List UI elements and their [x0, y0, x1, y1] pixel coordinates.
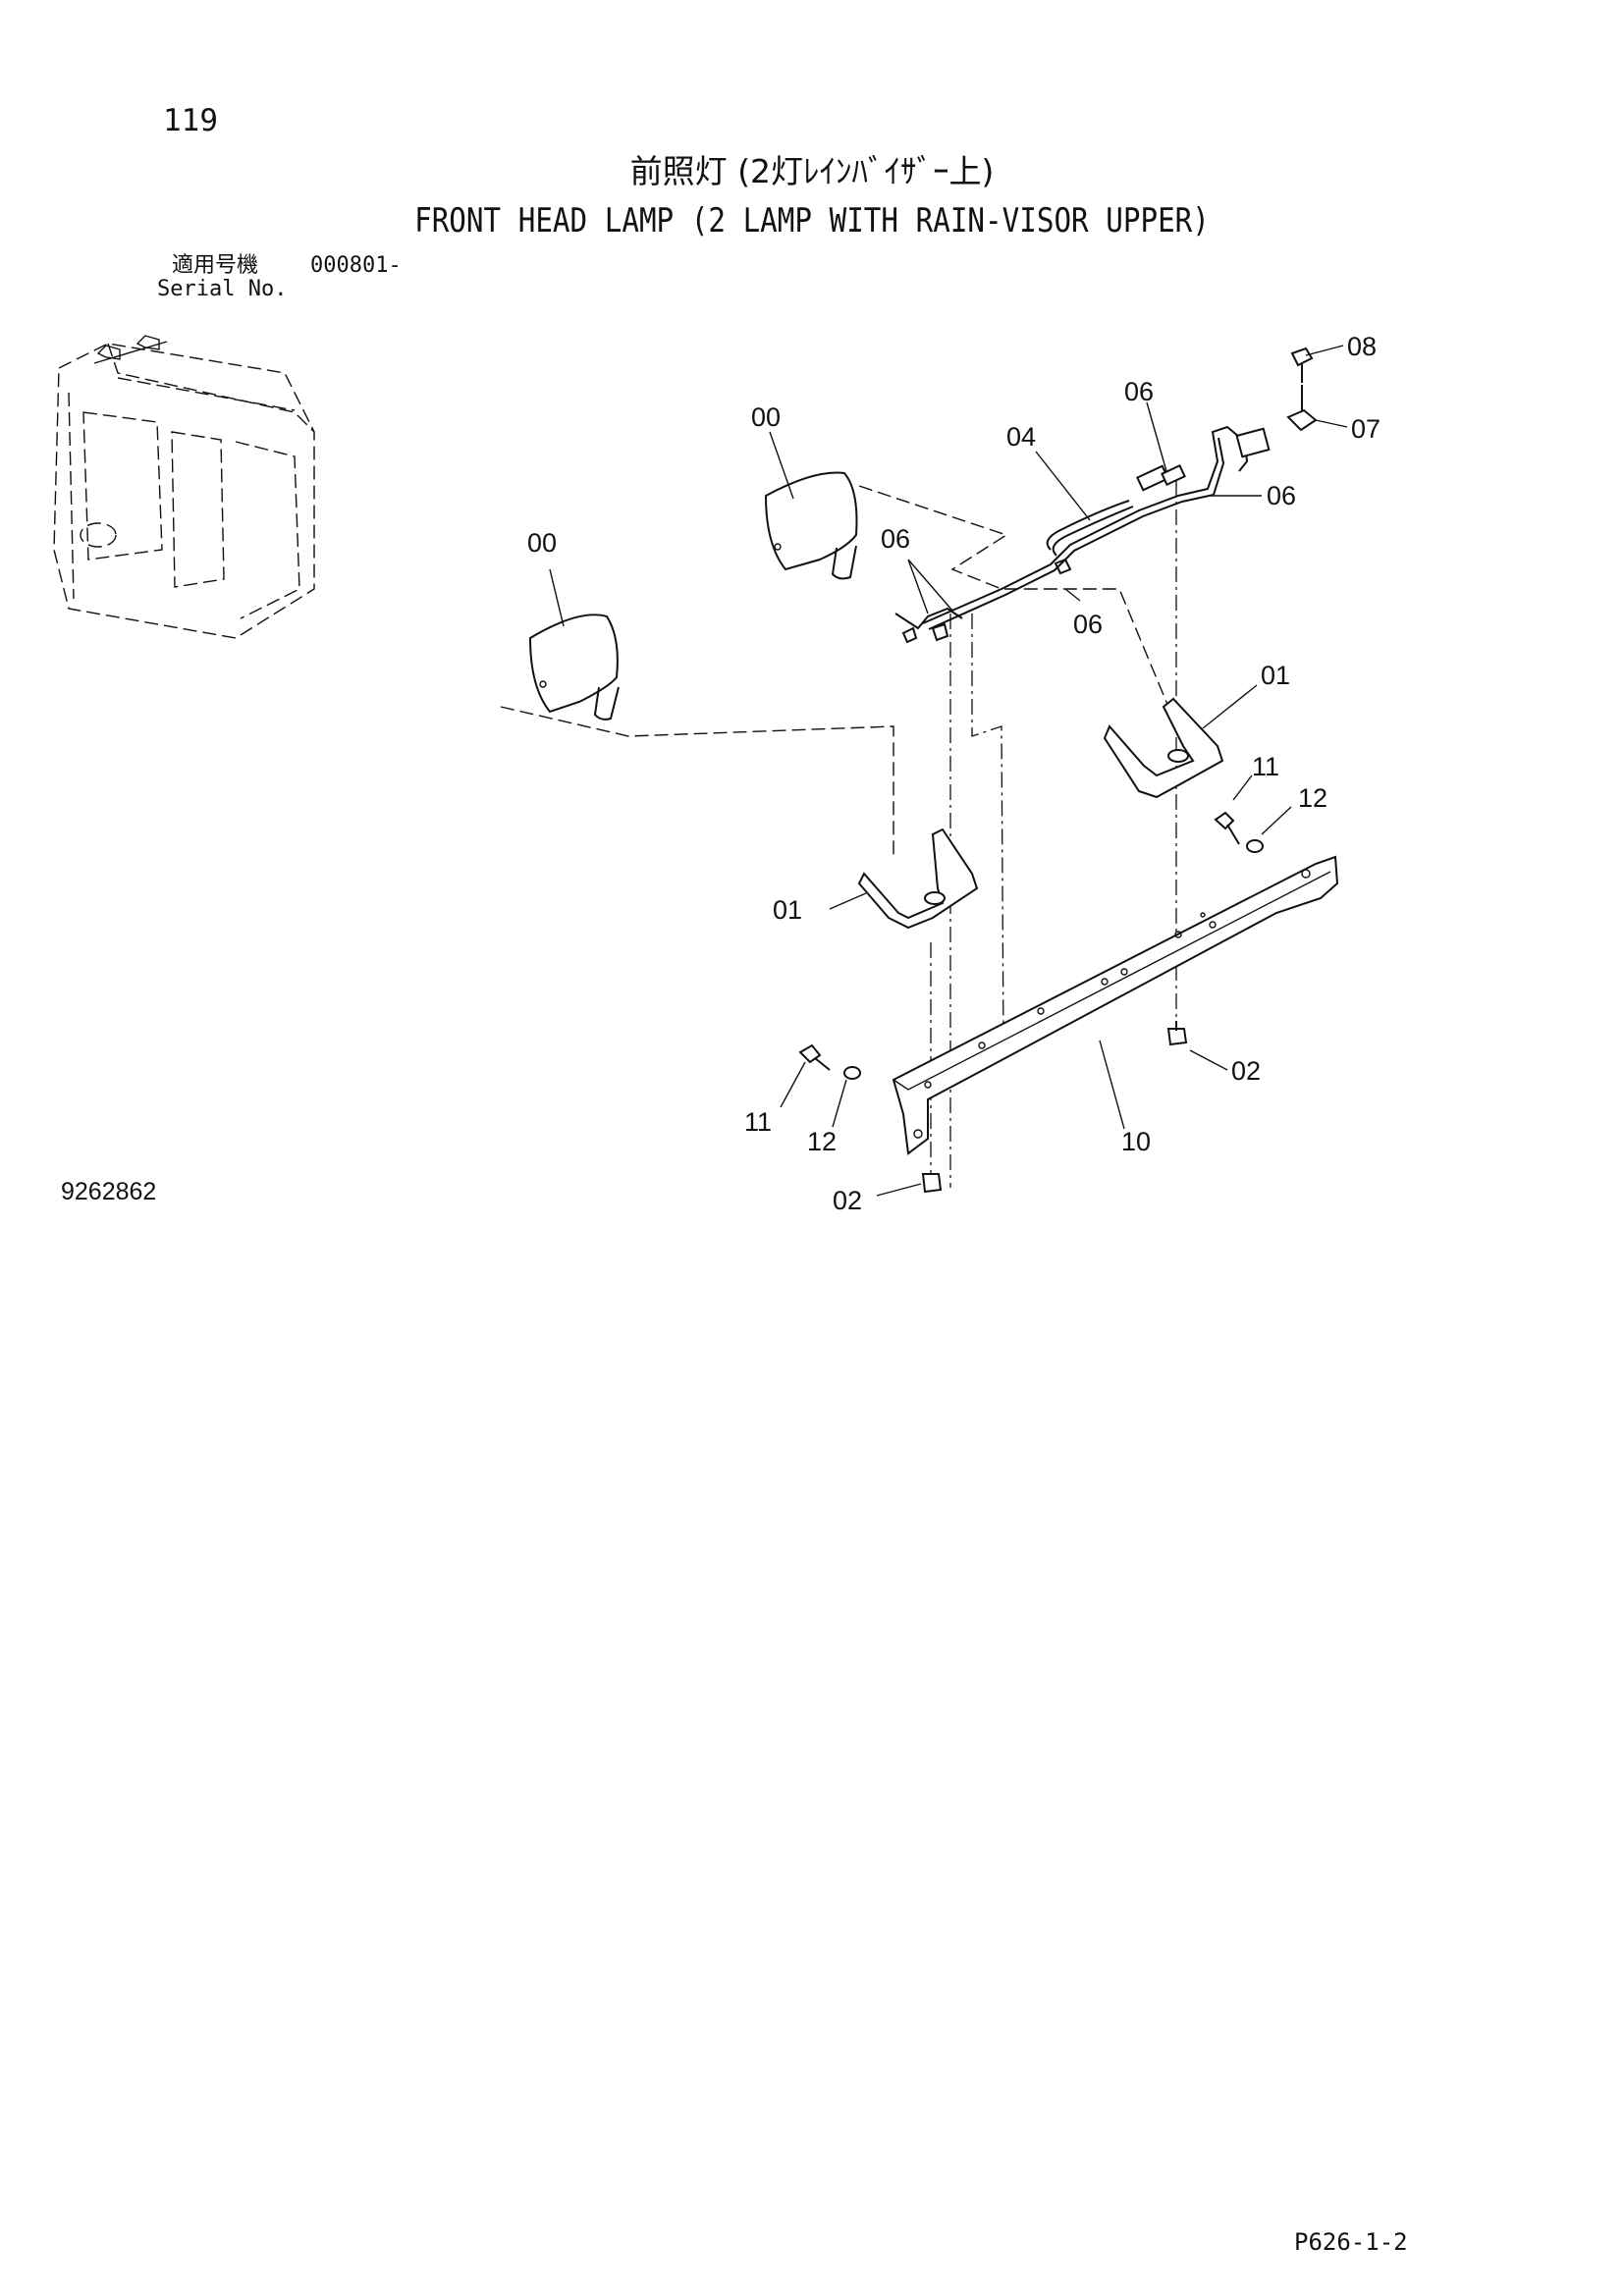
- head-lamp-right: [764, 471, 858, 580]
- drawing-id: 9262862: [61, 1178, 157, 1205]
- callout-08: 08: [1347, 332, 1377, 361]
- callout-06-mid: 06: [881, 524, 910, 554]
- callout-01-left: 01: [773, 895, 802, 925]
- callout-06-lower: 06: [1073, 610, 1103, 639]
- bolt-08: [1290, 347, 1314, 383]
- callout-10: 10: [1121, 1127, 1151, 1156]
- centerline-mid: [971, 614, 1004, 1046]
- bolt-11-left: [798, 1043, 831, 1071]
- callout-02-right: 02: [1231, 1056, 1261, 1086]
- callout-00-left: 00: [527, 528, 557, 558]
- callout-12-left: 12: [807, 1127, 837, 1156]
- head-lamp-left: [528, 614, 620, 721]
- callout-01-right: 01: [1261, 661, 1290, 690]
- callout-11-left: 11: [744, 1107, 772, 1137]
- callout-labels: 08 07 06 06 04 00 00 06 06 01 11 12 01 0…: [527, 332, 1380, 1215]
- clip-07: [1286, 385, 1318, 432]
- washer-12-left: [843, 1066, 861, 1080]
- washer-12-right: [1246, 839, 1264, 853]
- serial-label-japanese: 適用号機: [172, 253, 259, 278]
- phantom-line-lamp-left: [500, 706, 894, 859]
- cab-overview-illustration: [53, 335, 315, 639]
- mounting-plate-10: [892, 855, 1339, 1155]
- page-code: P626-1-2: [1294, 2228, 1408, 2256]
- bracket-01-left: [857, 828, 979, 930]
- callout-04: 04: [1006, 422, 1036, 452]
- callout-06-right: 06: [1267, 481, 1296, 510]
- callout-06-top: 06: [1124, 377, 1154, 406]
- serial-number: 000801-: [310, 253, 402, 278]
- serial-label-english: Serial No.: [157, 277, 288, 301]
- wire-harness: [894, 425, 1271, 644]
- callout-00-upper: 00: [751, 402, 781, 432]
- page-number: 119: [163, 103, 218, 138]
- leader-lines: [549, 345, 1348, 1197]
- bolt-11-right: [1214, 811, 1240, 845]
- callout-12-right: 12: [1298, 783, 1327, 813]
- callout-07: 07: [1351, 414, 1380, 444]
- phantom-line-lamp-right: [858, 485, 1169, 708]
- callout-02-bottom: 02: [833, 1186, 862, 1215]
- bracket-01-right: [1103, 697, 1224, 799]
- callout-11-right: 11: [1252, 752, 1279, 781]
- bolt-02-right: [1166, 1021, 1188, 1046]
- title-japanese: 前照灯 (2灯ﾚｲﾝﾊﾞｲｻﾞｰ上): [629, 152, 995, 190]
- bolt-02-bottom: [921, 1173, 943, 1194]
- title-english: FRONT HEAD LAMP (2 LAMP WITH RAIN-VISOR …: [414, 201, 1210, 240]
